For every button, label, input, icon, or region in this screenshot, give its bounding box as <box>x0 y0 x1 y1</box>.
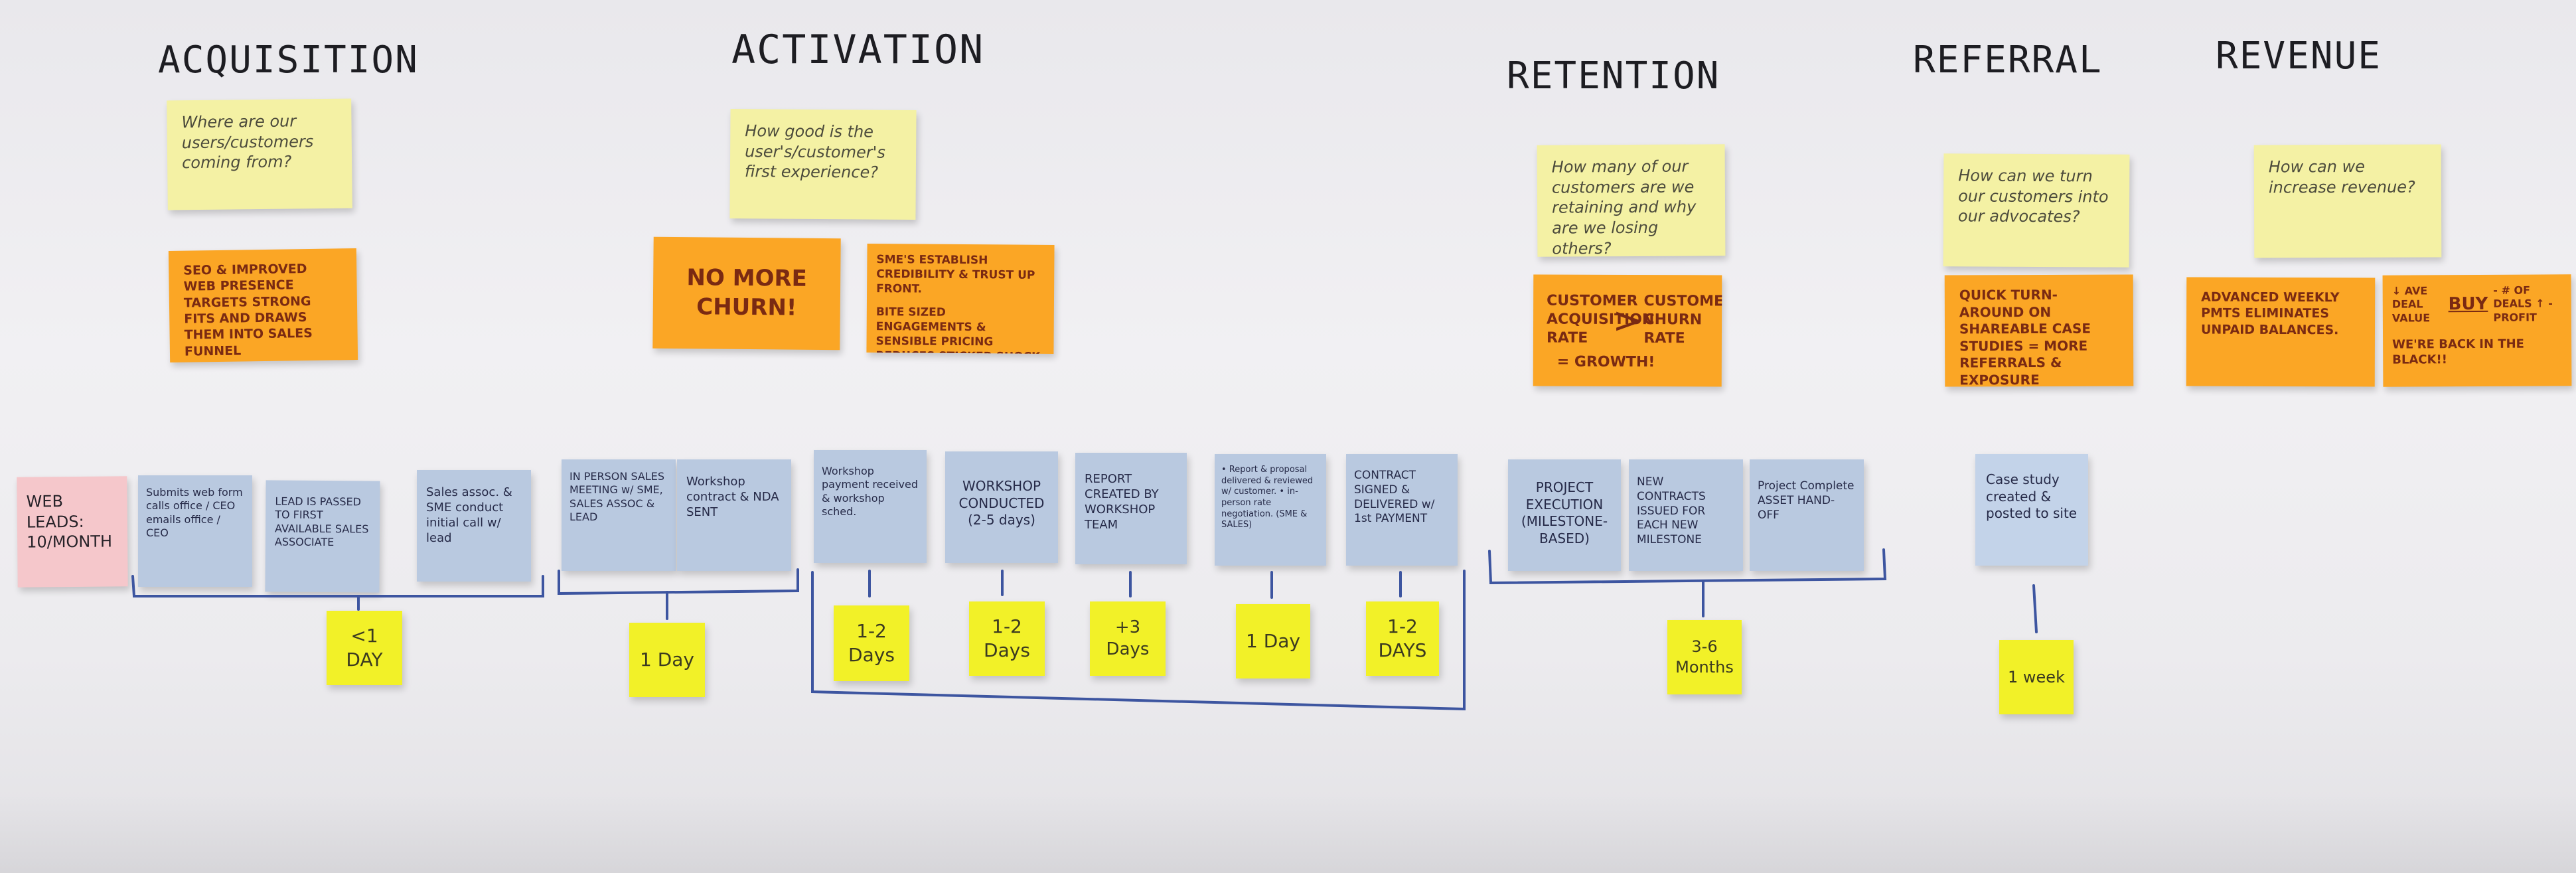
tick-referral <box>2032 584 2038 633</box>
step-text: Case study created & posted to site <box>1986 471 2078 522</box>
duration-note-1: <1 DAY <box>327 611 402 685</box>
duration-text: 1-2 DAYS <box>1378 615 1427 661</box>
duration-text: 3-6 Months <box>1675 637 1734 676</box>
step-text: NEW CONTRACTS ISSUED FOR EACH NEW MILEST… <box>1637 475 1706 546</box>
duration-text: 1-2 Days <box>848 620 895 666</box>
process-step-9: • Report & proposal delivered & reviewed… <box>1215 454 1326 566</box>
step-text: • Report & proposal delivered & reviewed… <box>1221 465 1314 530</box>
duration-note-4: 1-2 Days <box>969 601 1045 676</box>
duration-note-9: 1 week <box>1999 640 2074 714</box>
heading-revenue: REVENUE <box>2216 35 2382 78</box>
process-step-1: Submits web form calls office / CEO emai… <box>138 475 252 587</box>
process-step-3: Sales assoc. & SME conduct initial call … <box>417 470 531 582</box>
duration-note-3: 1-2 Days <box>834 605 909 681</box>
step-text: Workshop payment received & workshop sch… <box>822 465 918 518</box>
step-text: Sales assoc. & SME conduct initial call … <box>426 485 512 546</box>
process-step-7: WORKSHOP CONDUCTED (2-5 days) <box>945 451 1058 563</box>
bracket-retention <box>1488 548 1887 585</box>
step-text: IN PERSON SALES MEETING w/ SME, SALES AS… <box>569 470 665 524</box>
duration-text: 1-2 Days <box>984 615 1030 661</box>
heading-activation: ACTIVATION <box>731 27 985 73</box>
step-text: Workshop contract & NDA SENT <box>686 475 779 520</box>
process-step-6: Workshop payment received & workshop sch… <box>814 450 927 563</box>
process-step-5: Workshop contract & NDA SENT <box>677 459 791 571</box>
process-step-14: Case study created & posted to site <box>1975 454 2088 566</box>
process-step-4: IN PERSON SALES MEETING w/ SME, SALES AS… <box>562 459 676 571</box>
process-step-10: CONTRACT SIGNED & DELIVERED w/ 1st PAYME… <box>1346 454 1458 566</box>
duration-note-2: 1 Day <box>629 623 705 697</box>
duration-note-6: 1 Day <box>1236 604 1310 678</box>
duration-text: <1 DAY <box>346 625 383 671</box>
process-step-13: Project Complete ASSET HAND-OFF <box>1750 459 1864 571</box>
bracket-acquisition <box>131 575 544 597</box>
process-step-11: PROJECT EXECUTION (MILESTONE-BASED) <box>1508 459 1621 571</box>
duration-note-5: +3 Days <box>1090 601 1166 676</box>
duration-text: +3 Days <box>1106 617 1150 659</box>
duration-text: 1 Day <box>639 649 694 671</box>
duration-note-7: 1-2 DAYS <box>1366 601 1439 676</box>
process-step-12: NEW CONTRACTS ISSUED FOR EACH NEW MILEST… <box>1629 459 1743 571</box>
duration-note-8: 3-6 Months <box>1667 620 1742 694</box>
heading-referral: REFERRAL <box>1913 39 2103 82</box>
step-text: PROJECT EXECUTION (MILESTONE-BASED) <box>1521 479 1608 546</box>
duration-text: 1 week <box>2008 667 2065 686</box>
step-text: Project Complete ASSET HAND-OFF <box>1758 479 1855 522</box>
process-step-8: REPORT CREATED BY WORKSHOP TEAM <box>1075 453 1187 564</box>
step-text: REPORT CREATED BY WORKSHOP TEAM <box>1085 472 1159 532</box>
step-text: WORKSHOP CONDUCTED (2-5 days) <box>958 478 1045 528</box>
board-bottom-shadow <box>0 793 2576 873</box>
heading-retention: RETENTION <box>1507 54 1720 98</box>
duration-text: 1 Day <box>1245 630 1300 653</box>
step-text: CONTRACT SIGNED & DELIVERED w/ 1st PAYME… <box>1354 469 1435 526</box>
bracket-activation-1 <box>558 568 799 595</box>
heading-acquisition: ACQUISITION <box>158 39 419 82</box>
bracket-activation-2 <box>811 570 1466 711</box>
step-text: Submits web form calls office / CEO emai… <box>146 486 243 540</box>
